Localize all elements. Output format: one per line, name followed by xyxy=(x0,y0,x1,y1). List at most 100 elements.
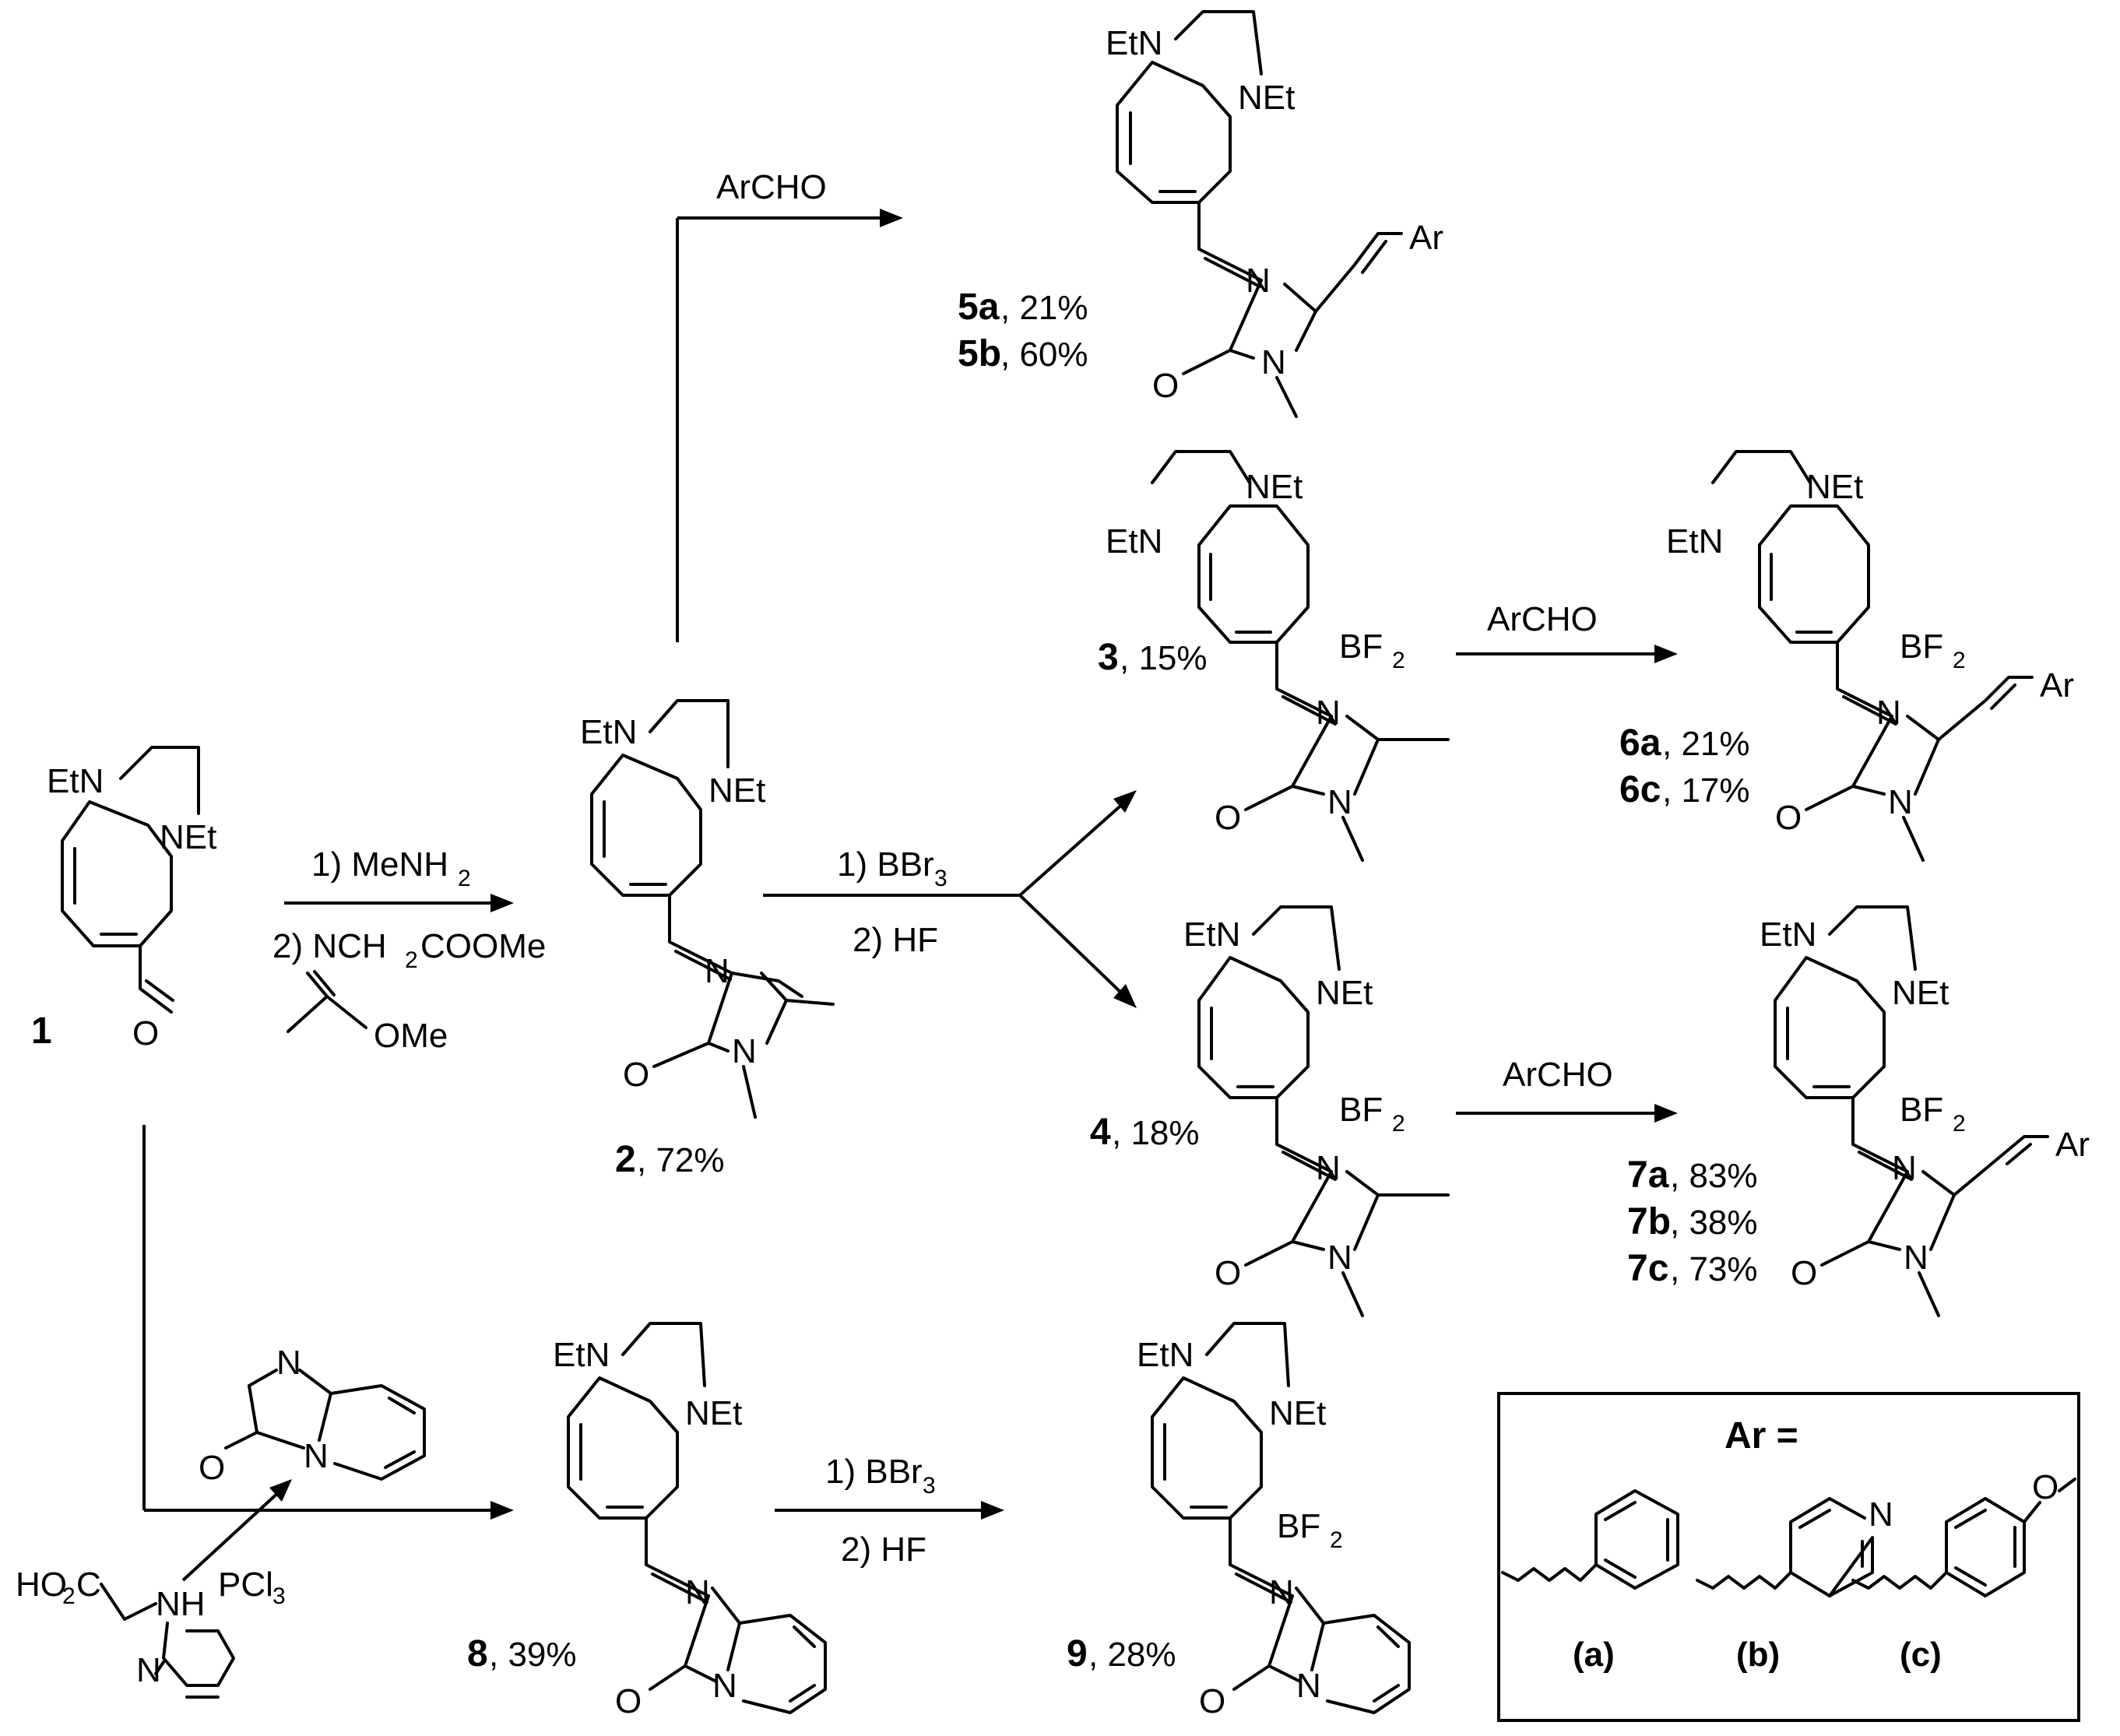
svg-text:NEt: NEt xyxy=(708,771,765,810)
svg-text:(c): (c) xyxy=(1900,1636,1942,1674)
svg-text:, 83%: , 83% xyxy=(1670,1157,1758,1195)
step-2-to-3-4: 1) BBr 3 2) HF xyxy=(763,790,1137,1008)
ar-b-pyridyl: N (b) xyxy=(1696,1495,1893,1674)
compound-8-label: 8 xyxy=(467,1633,488,1675)
svg-text:N: N xyxy=(1892,1149,1917,1187)
svg-text:N: N xyxy=(732,1032,757,1070)
svg-text:O: O xyxy=(1199,1682,1225,1720)
compound-3-label: 3 xyxy=(1098,637,1119,678)
svg-text:N: N xyxy=(1261,343,1286,381)
svg-text:N: N xyxy=(1296,1667,1321,1705)
svg-text:O: O xyxy=(199,1449,225,1487)
svg-text:2: 2 xyxy=(1330,1527,1343,1553)
compound-6a-label: 6a xyxy=(1619,722,1661,764)
svg-text:, 60%: , 60% xyxy=(1000,336,1088,374)
compound-2: EtN NEt N N O 2 , 72% xyxy=(580,699,835,1180)
ar-c-methoxyphenyl: O (c) xyxy=(1851,1468,2076,1674)
svg-text:NEt: NEt xyxy=(160,818,216,856)
svg-text:EtN: EtN xyxy=(1106,24,1162,62)
svg-text:N: N xyxy=(304,1437,329,1475)
compound-7a-label: 7a xyxy=(1627,1154,1669,1196)
svg-text:2) HF: 2) HF xyxy=(853,921,938,959)
compound-9: EtN NEt BF 2 N N O 9 , 28% xyxy=(1067,1322,1411,1720)
svg-text:N: N xyxy=(276,1344,301,1382)
svg-text:COOMe: COOMe xyxy=(420,927,546,965)
svg-text:2: 2 xyxy=(1392,1111,1405,1137)
svg-text:(a): (a) xyxy=(1573,1636,1615,1674)
ar-definition-box: Ar = (a) N (b) O (c) xyxy=(1497,1392,2080,1722)
svg-text:N: N xyxy=(1888,783,1913,821)
step-2-to-5: ArCHO xyxy=(676,168,903,642)
svg-text:PCl: PCl xyxy=(218,1566,273,1604)
svg-text:N: N xyxy=(1327,783,1352,821)
svg-text:, 38%: , 38% xyxy=(1670,1204,1758,1242)
compound-7: EtN NEt BF 2 N Ar N O 7a , 83% 7b , 38% … xyxy=(1627,905,2090,1317)
step-1-to-2: 1) MeNH 2 2) NCH 2 COOMe OMe xyxy=(272,845,546,1055)
svg-text:, 21%: , 21% xyxy=(1000,289,1088,327)
svg-text:BF: BF xyxy=(1339,1091,1383,1129)
svg-text:N: N xyxy=(1869,1495,1893,1534)
svg-text:O: O xyxy=(1215,1254,1241,1292)
svg-text:EtN: EtN xyxy=(47,762,104,800)
compound-6c-label: 6c xyxy=(1619,769,1661,810)
svg-text:HO: HO xyxy=(16,1566,67,1604)
ar-box-title: Ar = xyxy=(1724,1415,1798,1457)
compound-5b-label: 5b xyxy=(958,333,1001,374)
svg-text:3: 3 xyxy=(272,1583,286,1609)
compound-7c-label: 7c xyxy=(1627,1248,1668,1289)
svg-text:BF: BF xyxy=(1339,627,1383,666)
compound-5a-label: 5a xyxy=(958,286,1000,328)
svg-text:NH: NH xyxy=(156,1585,206,1623)
compound-4: EtN NEt BF 2 N N O 4 , 18% xyxy=(1090,905,1450,1317)
svg-text:NEt: NEt xyxy=(685,1394,742,1432)
svg-text:3: 3 xyxy=(923,1473,936,1499)
compound-8: EtN NEt N N O 8 , 39% xyxy=(467,1322,827,1720)
step-3-to-6: ArCHO xyxy=(1456,600,1678,663)
svg-text:EtN: EtN xyxy=(1106,522,1162,561)
svg-text:EtN: EtN xyxy=(580,713,637,751)
svg-text:N: N xyxy=(705,952,730,990)
svg-text:1) BBr: 1) BBr xyxy=(837,845,934,884)
svg-text:ArCHO: ArCHO xyxy=(716,168,827,206)
compound-6: NEt EtN BF 2 N Ar N O 6a , 21% 6c , 17% xyxy=(1619,450,2074,862)
svg-text:ArCHO: ArCHO xyxy=(1487,600,1598,638)
svg-text:O: O xyxy=(1791,1254,1817,1292)
svg-text:EtN: EtN xyxy=(1137,1336,1194,1374)
svg-text:, 15%: , 15% xyxy=(1120,639,1208,677)
svg-text:O: O xyxy=(2032,1468,2058,1506)
svg-text:N: N xyxy=(712,1667,737,1705)
svg-text:NEt: NEt xyxy=(1246,468,1303,506)
svg-text:, 28%: , 28% xyxy=(1088,1636,1176,1674)
svg-text:1) BBr: 1) BBr xyxy=(825,1453,923,1491)
svg-text:, 17%: , 17% xyxy=(1662,771,1750,810)
compound-3: NEt EtN BF 2 N N O 3 , 15% xyxy=(1098,450,1450,862)
svg-text:Ar: Ar xyxy=(2055,1126,2090,1164)
svg-text:, 21%: , 21% xyxy=(1662,725,1750,763)
svg-text:, 39%: , 39% xyxy=(489,1636,577,1674)
svg-text:O: O xyxy=(1775,799,1802,837)
compound-5: EtN NEt N Ar N O 5a , 21% 5b , 60% xyxy=(958,10,1443,418)
svg-text:3: 3 xyxy=(934,866,947,891)
svg-text:O: O xyxy=(1215,799,1241,837)
svg-text:EtN: EtN xyxy=(1183,915,1240,954)
svg-text:2: 2 xyxy=(405,947,418,973)
svg-text:EtN: EtN xyxy=(553,1336,610,1374)
step-1-to-8: PCl 3 N N O HO 2 C NH N xyxy=(16,1125,514,1699)
svg-text:C: C xyxy=(76,1566,101,1604)
svg-text:, 73%: , 73% xyxy=(1670,1250,1758,1288)
svg-text:1) MeNH: 1) MeNH xyxy=(311,845,448,884)
svg-text:ArCHO: ArCHO xyxy=(1503,1056,1613,1094)
svg-text:(b): (b) xyxy=(1736,1636,1780,1674)
compound-2-label: 2 xyxy=(615,1139,636,1180)
svg-text:OMe: OMe xyxy=(374,1017,448,1055)
compound-1: EtN NEt O 1 xyxy=(31,746,216,1052)
svg-text:BF: BF xyxy=(1900,1091,1943,1129)
step-8-to-9: 1) BBr 3 2) HF xyxy=(775,1453,1004,1569)
svg-text:NEt: NEt xyxy=(1316,974,1373,1012)
svg-text:BF: BF xyxy=(1900,627,1943,666)
svg-text:N: N xyxy=(1904,1239,1928,1277)
svg-text:2: 2 xyxy=(458,866,471,891)
svg-text:EtN: EtN xyxy=(1666,522,1723,561)
svg-text:BF: BF xyxy=(1277,1507,1320,1545)
svg-text:N: N xyxy=(1246,262,1271,300)
